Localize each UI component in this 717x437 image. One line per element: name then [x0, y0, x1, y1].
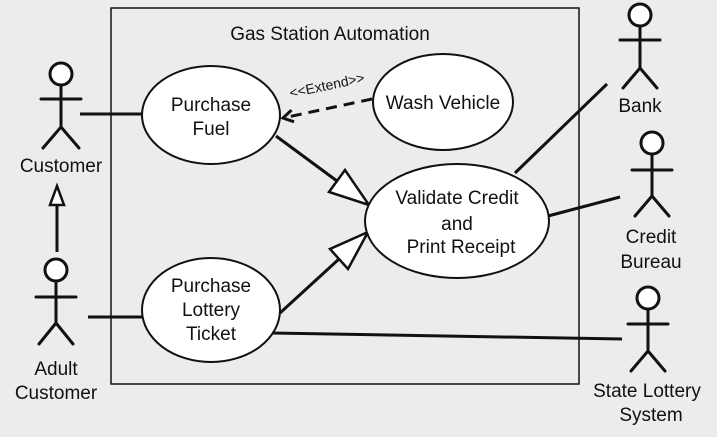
- assoc-validate-credit-credit-bureau: [547, 195, 621, 218]
- use-case-purchase-lottery: Purchase Lottery Ticket: [141, 257, 281, 363]
- stick-figure-icon: [618, 2, 662, 90]
- use-case-validate-credit: Validate Credit and Print Receipt: [364, 163, 550, 279]
- assoc-purchase-lottery-state-lottery: [271, 331, 623, 341]
- stick-figure-icon: [34, 257, 78, 346]
- actor-credit-bureau-label-line2: Bureau: [620, 252, 681, 273]
- actor-adult-customer-label-line1: Adult: [34, 359, 78, 380]
- use-case-wash-vehicle-line1: Wash Vehicle: [386, 93, 500, 114]
- use-case-validate-credit-line2: and: [441, 214, 473, 235]
- arrow-purchase-fuel-to-validate: [275, 134, 373, 208]
- stick-figure-icon: [39, 61, 83, 150]
- use-case-purchase-lottery-line3: Ticket: [186, 324, 237, 345]
- actor-adult-customer: Adult Customer: [15, 257, 98, 404]
- use-case-purchase-lottery-line2: Lottery: [182, 300, 241, 321]
- actor-bank-label: Bank: [618, 96, 662, 117]
- actor-credit-bureau: Credit Bureau: [620, 130, 682, 273]
- use-case-purchase-fuel: Purchase Fuel: [141, 65, 281, 165]
- use-case-purchase-fuel-line2: Fuel: [193, 119, 230, 140]
- stick-figure-icon: [630, 130, 674, 218]
- actor-bank: Bank: [618, 2, 662, 117]
- use-case-purchase-lottery-line1: Purchase: [171, 276, 251, 297]
- actor-customer: Customer: [20, 61, 103, 177]
- extend-arrow: [283, 97, 373, 118]
- actor-state-lottery-label-line2: System: [619, 405, 682, 426]
- actor-adult-customer-label-line2: Customer: [15, 383, 98, 404]
- actor-customer-label: Customer: [20, 156, 103, 177]
- use-case-wash-vehicle: Wash Vehicle: [372, 53, 514, 151]
- use-case-validate-credit-line3: Print Receipt: [407, 237, 516, 258]
- system-title: Gas Station Automation: [230, 24, 430, 45]
- stick-figure-icon: [626, 285, 670, 373]
- arrow-purchase-lottery-to-validate: [278, 229, 371, 315]
- generalization-adult-to-customer: [48, 182, 66, 252]
- use-case-validate-credit-line1: Validate Credit: [395, 188, 519, 209]
- actor-credit-bureau-label-line1: Credit: [626, 227, 677, 248]
- actor-state-lottery-label-line1: State Lottery: [593, 381, 701, 402]
- assoc-validate-credit-bank: [513, 82, 609, 175]
- use-case-purchase-fuel-line1: Purchase: [171, 95, 251, 116]
- actor-state-lottery-system: State Lottery System: [593, 285, 701, 426]
